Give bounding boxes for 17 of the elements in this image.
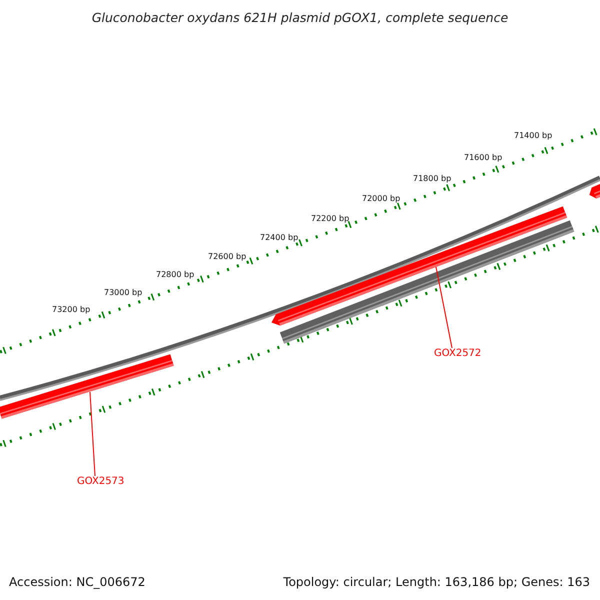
gene-label: GOX2572 [434,348,482,359]
scale-label: 72600 bp [208,253,246,262]
genome-info-text: Topology: circular; Length: 163,186 bp; Genes: 163 [283,576,590,590]
scale-label: 73200 bp [52,306,90,315]
title: Gluconobacter oxydans 621H plasmid pGOX1, complete sequence [90,11,510,25]
scale-label: 73000 bp [104,289,142,298]
leader-line [436,266,452,348]
accession-text: Accession: NC_006672 [9,576,146,590]
scale-label: 71400 bp [514,132,552,141]
gene-arrow [0,354,174,419]
scale-label: 72400 bp [260,234,298,243]
leader-line [90,392,96,476]
gene-label: GOX2573 [77,476,124,487]
scale-label: 71800 bp [413,175,452,184]
scale-label: 72200 bp [311,215,350,224]
scale-label: 71600 bp [464,154,502,163]
scale-label: 72800 bp [156,271,194,280]
